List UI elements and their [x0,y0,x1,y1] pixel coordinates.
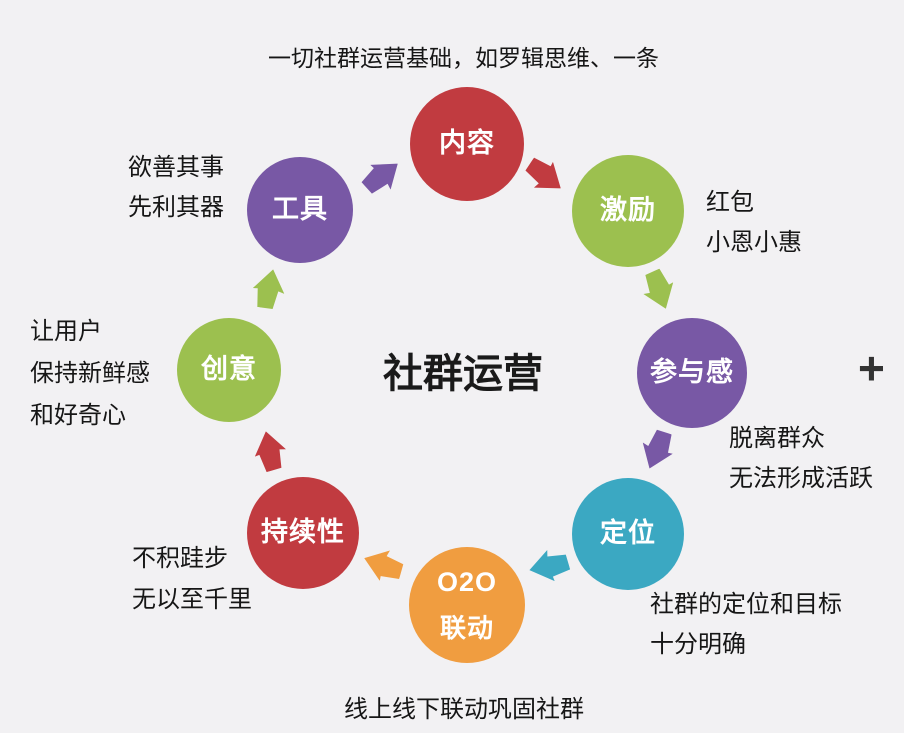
arrow-participation-to-positioning-icon [635,425,680,474]
annotation-line: 脱离群众 [729,425,825,452]
plus-icon: + [858,342,885,394]
o2o-annotation: 线上线下联动巩固社群 [344,690,584,730]
arrow-creativity-to-tools-icon [249,266,289,312]
annotation-line: 让用户 [30,318,102,345]
node-tools: 工具 [247,157,353,263]
arrow-persistence-to-creativity-icon [250,428,290,474]
annotation-line: 保持新鲜感 [30,360,150,387]
node-label: 定位 [600,518,656,549]
arrow-positioning-to-o2o-icon [526,546,572,586]
positioning-annotation: 社群的定位和目标 十分明确 [650,585,842,665]
incentive-annotation: 红包 小恩小惠 [706,183,802,263]
node-participation: 参与感 [637,318,747,428]
annotation-line: 欲善其事 [128,154,224,181]
annotation-line: 不积跬步 [132,545,228,572]
annotation-line: 十分明确 [650,631,746,658]
arrow-content-to-incentive-icon [519,151,570,201]
annotation-line: 无以至千里 [132,586,252,613]
persistence-annotation: 不积跬步 无以至千里 [132,538,252,620]
creativity-annotation: 让用户 保持新鲜感 和好奇心 [30,311,150,437]
node-label: O2O [436,566,498,597]
node-positioning: 定位 [572,478,684,590]
annotation-line: 先利其器 [128,194,224,221]
node-label: 内容 [439,128,495,159]
arrow-o2o-to-persistence-icon [359,543,408,587]
node-incentive: 激励 [572,155,684,267]
annotation-line: 线上线下联动巩固社群 [344,696,584,723]
content-annotation: 一切社群运营基础，如罗辑思维、一条 [268,38,659,78]
node-o2o-linkage: O2O 联动 [409,547,525,663]
node-label: 激励 [600,195,656,226]
annotation-line: 小恩小惠 [706,229,802,256]
node-label: 工具 [272,194,328,225]
arrow-tools-to-content-icon [356,151,407,201]
node-label: 联动 [439,612,494,643]
annotation-line: 和好奇心 [30,402,126,429]
annotation-line: 社群的定位和目标 [650,591,842,618]
annotation-line: 无法形成活跃 [729,465,873,492]
node-label: 创意 [201,354,257,385]
node-content: 内容 [410,87,524,201]
node-persistence: 持续性 [247,477,359,589]
arrow-incentive-to-participation-icon [637,266,681,315]
annotation-line: 红包 [706,189,754,216]
annotation-line: 一切社群运营基础，如罗辑思维、一条 [268,45,659,71]
node-label: 持续性 [261,517,345,548]
node-label: 参与感 [650,357,734,388]
node-creativity: 创意 [177,318,281,422]
tools-annotation: 欲善其事 先利其器 [128,148,224,228]
participation-annotation: 脱离群众 无法形成活跃 [729,419,873,499]
diagram-title: 社群运营 [383,352,543,396]
